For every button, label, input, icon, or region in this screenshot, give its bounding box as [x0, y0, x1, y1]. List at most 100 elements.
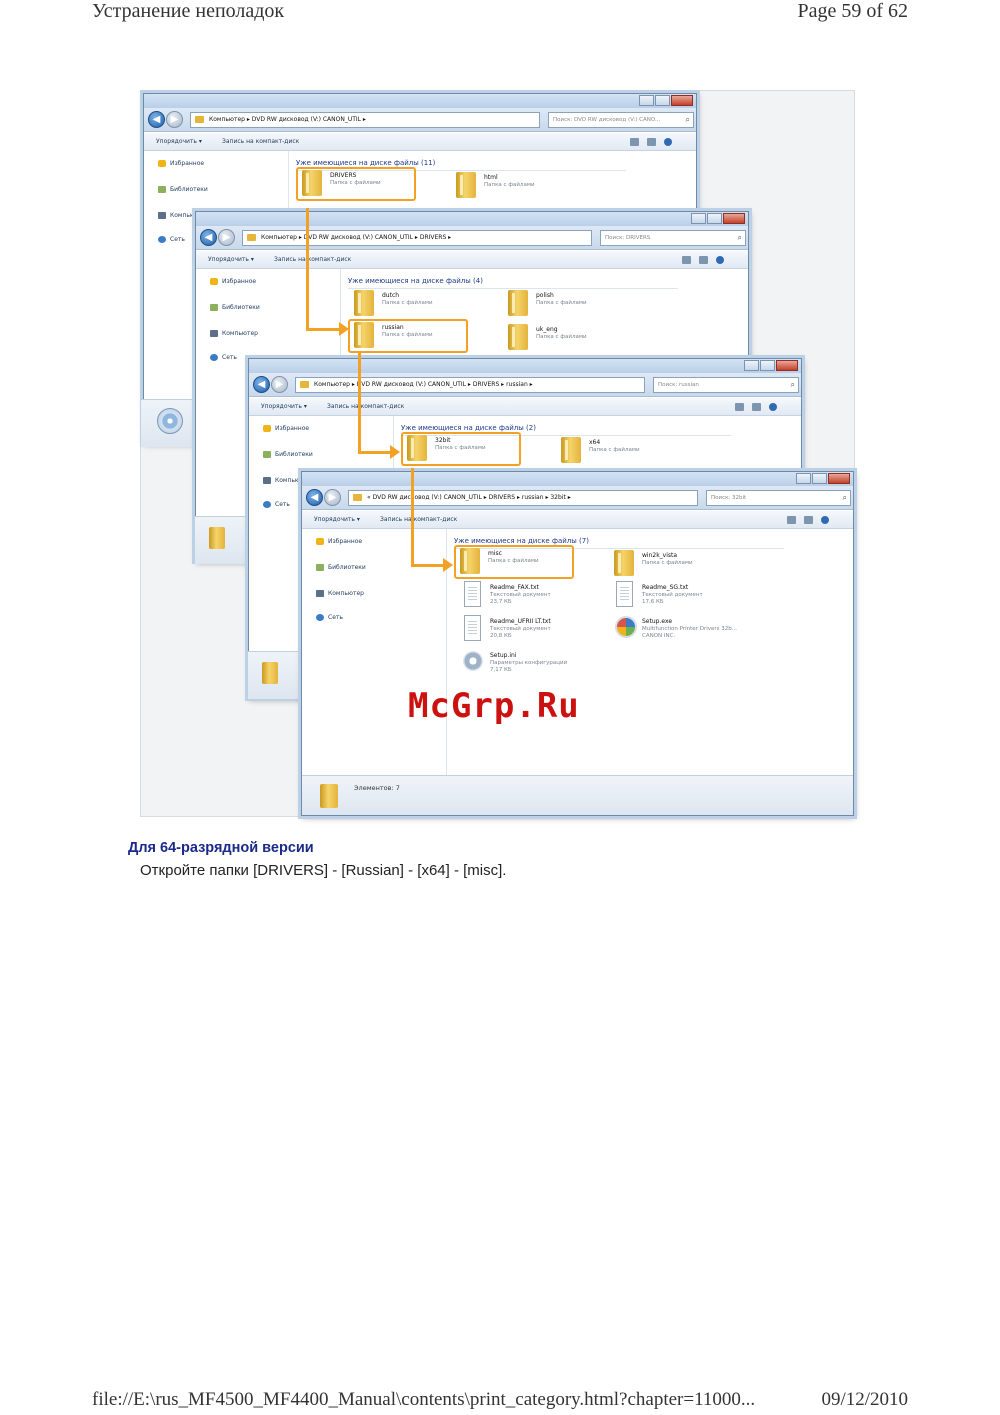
- maximize-button[interactable]: [812, 473, 827, 484]
- nav-favorites[interactable]: Избранное: [210, 277, 256, 287]
- minimize-button[interactable]: [639, 95, 654, 106]
- file-name: russian: [382, 324, 404, 331]
- search-input[interactable]: Поиск: DVD RW дисковод (V:) CANO...⌕: [548, 112, 694, 128]
- close-button[interactable]: [671, 95, 693, 106]
- nav-label: Компьютер: [275, 477, 311, 484]
- arrow-icon: [443, 558, 453, 572]
- close-button[interactable]: [828, 473, 850, 484]
- back-icon[interactable]: ◀: [148, 111, 165, 128]
- forward-icon[interactable]: ▶: [218, 229, 235, 246]
- search-input[interactable]: Поиск: 32bit⌕: [706, 490, 851, 506]
- forward-icon[interactable]: ▶: [166, 111, 183, 128]
- view-icon[interactable]: [787, 516, 796, 524]
- nav-libraries[interactable]: Библиотеки: [263, 450, 313, 460]
- nav-libraries[interactable]: Библиотеки: [210, 303, 260, 313]
- organize-button[interactable]: Упорядочить ▾: [208, 256, 254, 263]
- folder-icon: [407, 435, 427, 461]
- minimize-button[interactable]: [796, 473, 811, 484]
- status-bar: Элементов: 7: [302, 775, 853, 815]
- nav-network[interactable]: Сеть: [158, 235, 185, 245]
- library-icon: [263, 451, 271, 458]
- help-icon[interactable]: [821, 516, 829, 524]
- burn-button[interactable]: Запись на компакт-диск: [327, 403, 405, 410]
- folder-icon: [353, 494, 362, 501]
- address-bar[interactable]: Компьютер ▸ DVD RW дисковод (V:) CANON_U…: [190, 112, 540, 128]
- view-icon[interactable]: [682, 256, 691, 264]
- burn-button[interactable]: Запись на компакт-диск: [380, 516, 458, 523]
- maximize-button[interactable]: [760, 360, 775, 371]
- file-desc: Папка с файлами: [536, 334, 587, 340]
- preview-pane-icon[interactable]: [699, 256, 708, 264]
- maximize-button[interactable]: [707, 213, 722, 224]
- address-bar[interactable]: « DVD RW дисковод (V:) CANON_UTIL ▸ DRIV…: [348, 490, 698, 506]
- organize-button[interactable]: Упорядочить ▾: [156, 138, 202, 145]
- file-desc: Папка с файлами: [589, 447, 640, 453]
- search-input[interactable]: Поиск: russian⌕: [653, 377, 799, 393]
- help-icon[interactable]: [769, 403, 777, 411]
- back-icon[interactable]: ◀: [306, 489, 323, 506]
- navigation-pane: Избранное Библиотеки Компьютер Сеть: [302, 529, 447, 775]
- nav-network[interactable]: Сеть: [263, 500, 290, 510]
- search-placeholder: Поиск: russian: [658, 382, 699, 388]
- organize-button[interactable]: Упорядочить ▾: [314, 516, 360, 523]
- address-row: ◀ ▶ Компьютер ▸ DVD RW дисковод (V:) CAN…: [249, 373, 801, 397]
- maximize-button[interactable]: [655, 95, 670, 106]
- close-button[interactable]: [723, 213, 745, 224]
- nav-favorites[interactable]: Избранное: [263, 424, 309, 434]
- nav-computer[interactable]: Компьютер: [158, 211, 206, 221]
- search-input[interactable]: Поиск: DRIVERS⌕: [600, 230, 746, 246]
- address-bar[interactable]: Компьютер ▸ DVD RW дисковод (V:) CANON_U…: [242, 230, 592, 246]
- search-placeholder: Поиск: DRIVERS: [605, 235, 651, 241]
- nav-libraries[interactable]: Библиотеки: [316, 563, 366, 573]
- nav-libraries[interactable]: Библиотеки: [158, 185, 208, 195]
- view-icon[interactable]: [735, 403, 744, 411]
- minimize-button[interactable]: [691, 213, 706, 224]
- nav-computer[interactable]: Компьютер: [210, 329, 258, 339]
- window-sidebar-bottom: [141, 399, 193, 447]
- close-button[interactable]: [776, 360, 798, 371]
- connector-line: [306, 208, 309, 330]
- forward-icon[interactable]: ▶: [324, 489, 341, 506]
- network-icon: [158, 236, 166, 243]
- back-icon[interactable]: ◀: [200, 229, 217, 246]
- burn-button[interactable]: Запись на компакт-диск: [274, 256, 352, 263]
- help-icon[interactable]: [716, 256, 724, 264]
- address-bar[interactable]: Компьютер ▸ DVD RW дисковод (V:) CANON_U…: [295, 377, 645, 393]
- forward-icon[interactable]: ▶: [271, 376, 288, 393]
- nav-computer[interactable]: Компьютер: [316, 589, 364, 599]
- nav-label: Избранное: [170, 160, 205, 167]
- library-icon: [316, 564, 324, 571]
- view-icon[interactable]: [630, 138, 639, 146]
- preview-pane-icon[interactable]: [804, 516, 813, 524]
- nav-computer[interactable]: Компьютер: [263, 476, 311, 486]
- minimize-button[interactable]: [744, 360, 759, 371]
- connector-line: [358, 353, 361, 453]
- help-icon[interactable]: [664, 138, 672, 146]
- burn-button[interactable]: Запись на компакт-диск: [222, 138, 300, 145]
- nav-label: Сеть: [222, 354, 237, 361]
- preview-pane-icon[interactable]: [647, 138, 656, 146]
- nav-favorites[interactable]: Избранное: [316, 537, 362, 547]
- nav-favorites[interactable]: Избранное: [158, 159, 204, 169]
- folder-icon: [561, 437, 581, 463]
- preview-pane-icon[interactable]: [752, 403, 761, 411]
- nav-network[interactable]: Сеть: [316, 613, 343, 623]
- organize-button[interactable]: Упорядочить ▾: [261, 403, 307, 410]
- nav-network[interactable]: Сеть: [210, 353, 237, 363]
- back-icon[interactable]: ◀: [253, 376, 270, 393]
